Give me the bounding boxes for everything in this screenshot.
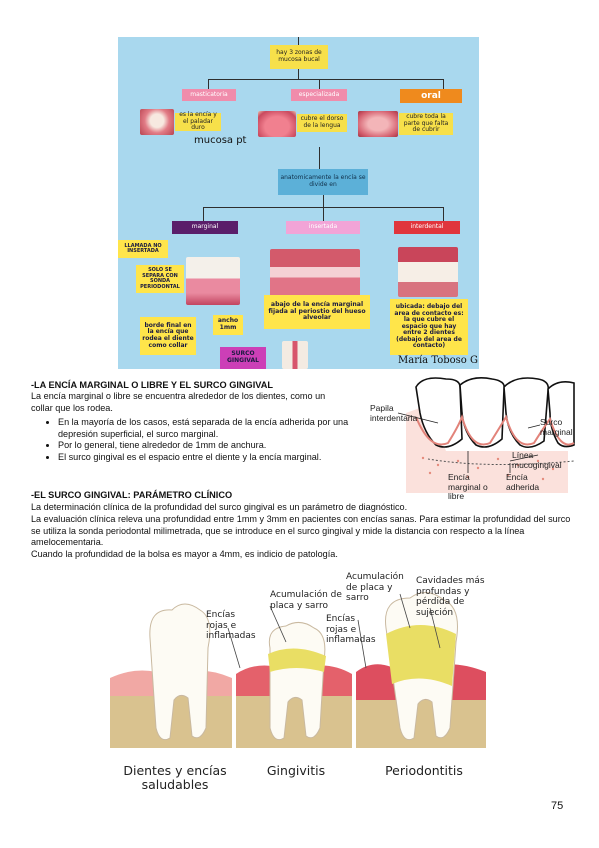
figure-label-placa-2: Acumulación de placa y sarro [346, 572, 404, 603]
mm-zone-masticatoria: masticatoria [182, 89, 236, 101]
section1-bullet: Por lo general, tiene alrededor de 1mm d… [58, 440, 356, 452]
palate-photo [140, 109, 174, 135]
mm-surco-node: SURCO GINGIVAL [220, 347, 266, 369]
mm-marginal-note-3: borde final en la encía que rodea el die… [140, 317, 196, 355]
mind-map-image: hay 3 zonas de mucosa bucal masticatoria… [118, 37, 479, 369]
figure-label-encias-1: Encías rojas e inflamadas [206, 610, 256, 641]
mm-marginal-note-4: ancho 1mm [213, 315, 243, 335]
section1-intro: La encía marginal o libre se encuentra a… [31, 391, 326, 413]
mm-author: María Toboso G [398, 355, 478, 366]
tooth-illustration [110, 592, 486, 748]
figure-label-placa-1: Acumulación de placa y sarro [270, 590, 342, 611]
mm-zone-oral: oral [400, 89, 462, 103]
mucosa-photo [358, 111, 398, 137]
figure-label-encias-2: Encías rojas e inflamadas [326, 614, 376, 645]
section2-title: -EL SURCO GINGIVAL: PARÁMETRO CLÍNICO [31, 490, 233, 500]
mm-root-node: hay 3 zonas de mucosa bucal [270, 45, 328, 69]
tongue-photo [258, 111, 296, 137]
mm-type-interdental: interdental [394, 221, 460, 234]
interdental-photo [398, 247, 458, 297]
mm-marginal-note-2: SOLO SE SEPARA CON SONDA PERIODONTAL [136, 265, 184, 293]
diagram-label-marginal: Encía marginal o libre [448, 472, 488, 501]
mm-note: mucosa pt [194, 135, 247, 146]
mm-zone-masticatoria-desc: es la encía y el paladar duro [175, 111, 221, 131]
mm-type-insertada: insertada [286, 221, 360, 234]
surco-photo [282, 341, 308, 369]
mm-division-node: anatomicamente la encía se divide en [278, 169, 368, 195]
section1-title: -LA ENCÍA MARGINAL O LIBRE Y EL SURCO GI… [31, 380, 273, 390]
diagram-label-surco: Surco marginal [540, 417, 573, 437]
gingival-anatomy-svg [397, 377, 575, 493]
section2-paragraph: La evaluación clínica releva una profund… [31, 514, 571, 548]
caption-healthy: Dientes y encías saludables [123, 763, 227, 792]
caption-periodontitis: Periodontitis [385, 763, 463, 778]
diagram-label-linea: Línea mucogingival [512, 450, 562, 470]
insertada-photo [270, 249, 360, 301]
section1-bullets: En la mayoría de los casos, está separad… [42, 417, 356, 463]
marginal-gum-photo [186, 257, 240, 305]
mm-zone-especializada-desc: cubre el dorso de la lengua [297, 114, 347, 132]
figure-label-cavidades: Cavidades más profundas y pérdida de suj… [416, 576, 485, 618]
section2-paragraph: La determinación clínica de la profundid… [31, 502, 408, 512]
section1-bullet: El surco gingival es el espacio entre el… [58, 452, 356, 464]
periodontal-disease-figure: Encías rojas e inflamadas Acumulación de… [110, 568, 498, 798]
mm-zone-especializada: especializada [291, 89, 347, 101]
mm-type-marginal: marginal [172, 221, 238, 234]
mm-interdental-desc: ubicada: debajo del area de contacto es:… [390, 299, 468, 355]
mm-marginal-note-1: LLAMADA NO INSERTADA [118, 240, 168, 258]
caption-gingivitis: Gingivitis [266, 763, 326, 778]
mm-zone-oral-desc: cubre toda la parte que falta de cubrir [399, 113, 453, 135]
section2-paragraph: Cuando la profundidad de la bolsa es may… [31, 549, 338, 559]
gingival-anatomy-diagram: Papila interdentaria Surco marginal Líne… [368, 373, 578, 501]
page-number: 75 [551, 800, 564, 812]
section1-bullet: En la mayoría de los casos, está separad… [58, 417, 356, 440]
diagram-label-adherida: Encía adherida [506, 472, 540, 492]
diagram-label-papila: Papila interdentaria [370, 403, 418, 423]
mm-insertada-desc: abajo de la encía marginal fijada al per… [264, 295, 370, 329]
